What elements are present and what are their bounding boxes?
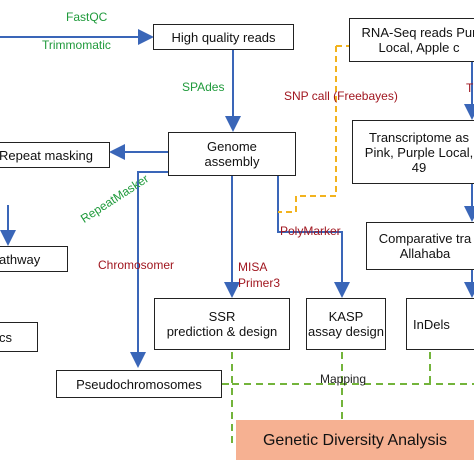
fastqc-label: FastQC	[66, 10, 108, 24]
pathway-box: athway	[0, 246, 68, 272]
high-quality-reads-box: High quality reads	[153, 24, 294, 50]
dashed-mapping-line	[231, 352, 474, 444]
snp-call-label: SNP call (Freebayes)	[284, 89, 398, 103]
primer3-label: Primer3	[238, 276, 281, 290]
trimmomatic-label: Trimmomatic	[42, 38, 111, 52]
genetic-diversity-analysis-box: Genetic Diversity Analysis	[236, 420, 474, 460]
t-label: T	[466, 81, 474, 95]
pseudochromosomes-box: Pseudochromosomes	[56, 370, 222, 398]
polymarker-label: PolyMarker	[280, 224, 341, 238]
ssr-box: SSR prediction & design	[154, 298, 290, 350]
mapping-label: Mapping	[320, 372, 367, 386]
dashed-snp-call-line	[278, 45, 352, 213]
transcriptome-assembly-box: Transcriptome as Pink, Purple Local, 49	[352, 120, 474, 184]
genome-assembly-box: Genome assembly	[168, 132, 296, 176]
arrow-assembly-to-kasp	[277, 170, 350, 298]
comparative-transcriptome-box: Comparative tra Allahaba	[366, 222, 474, 270]
spades-label: SPAdes	[182, 80, 225, 94]
chromosomer-label: Chromosomer	[98, 258, 175, 272]
repeat-masking-box: Repeat masking	[0, 142, 110, 168]
indels-box: InDels	[406, 298, 474, 350]
misa-label: MISA	[238, 260, 268, 274]
rna-seq-reads-box: RNA-Seq reads Pur Local, Apple c	[349, 18, 474, 62]
cs-box: cs	[0, 322, 38, 352]
kasp-box: KASP assay design	[306, 298, 386, 350]
